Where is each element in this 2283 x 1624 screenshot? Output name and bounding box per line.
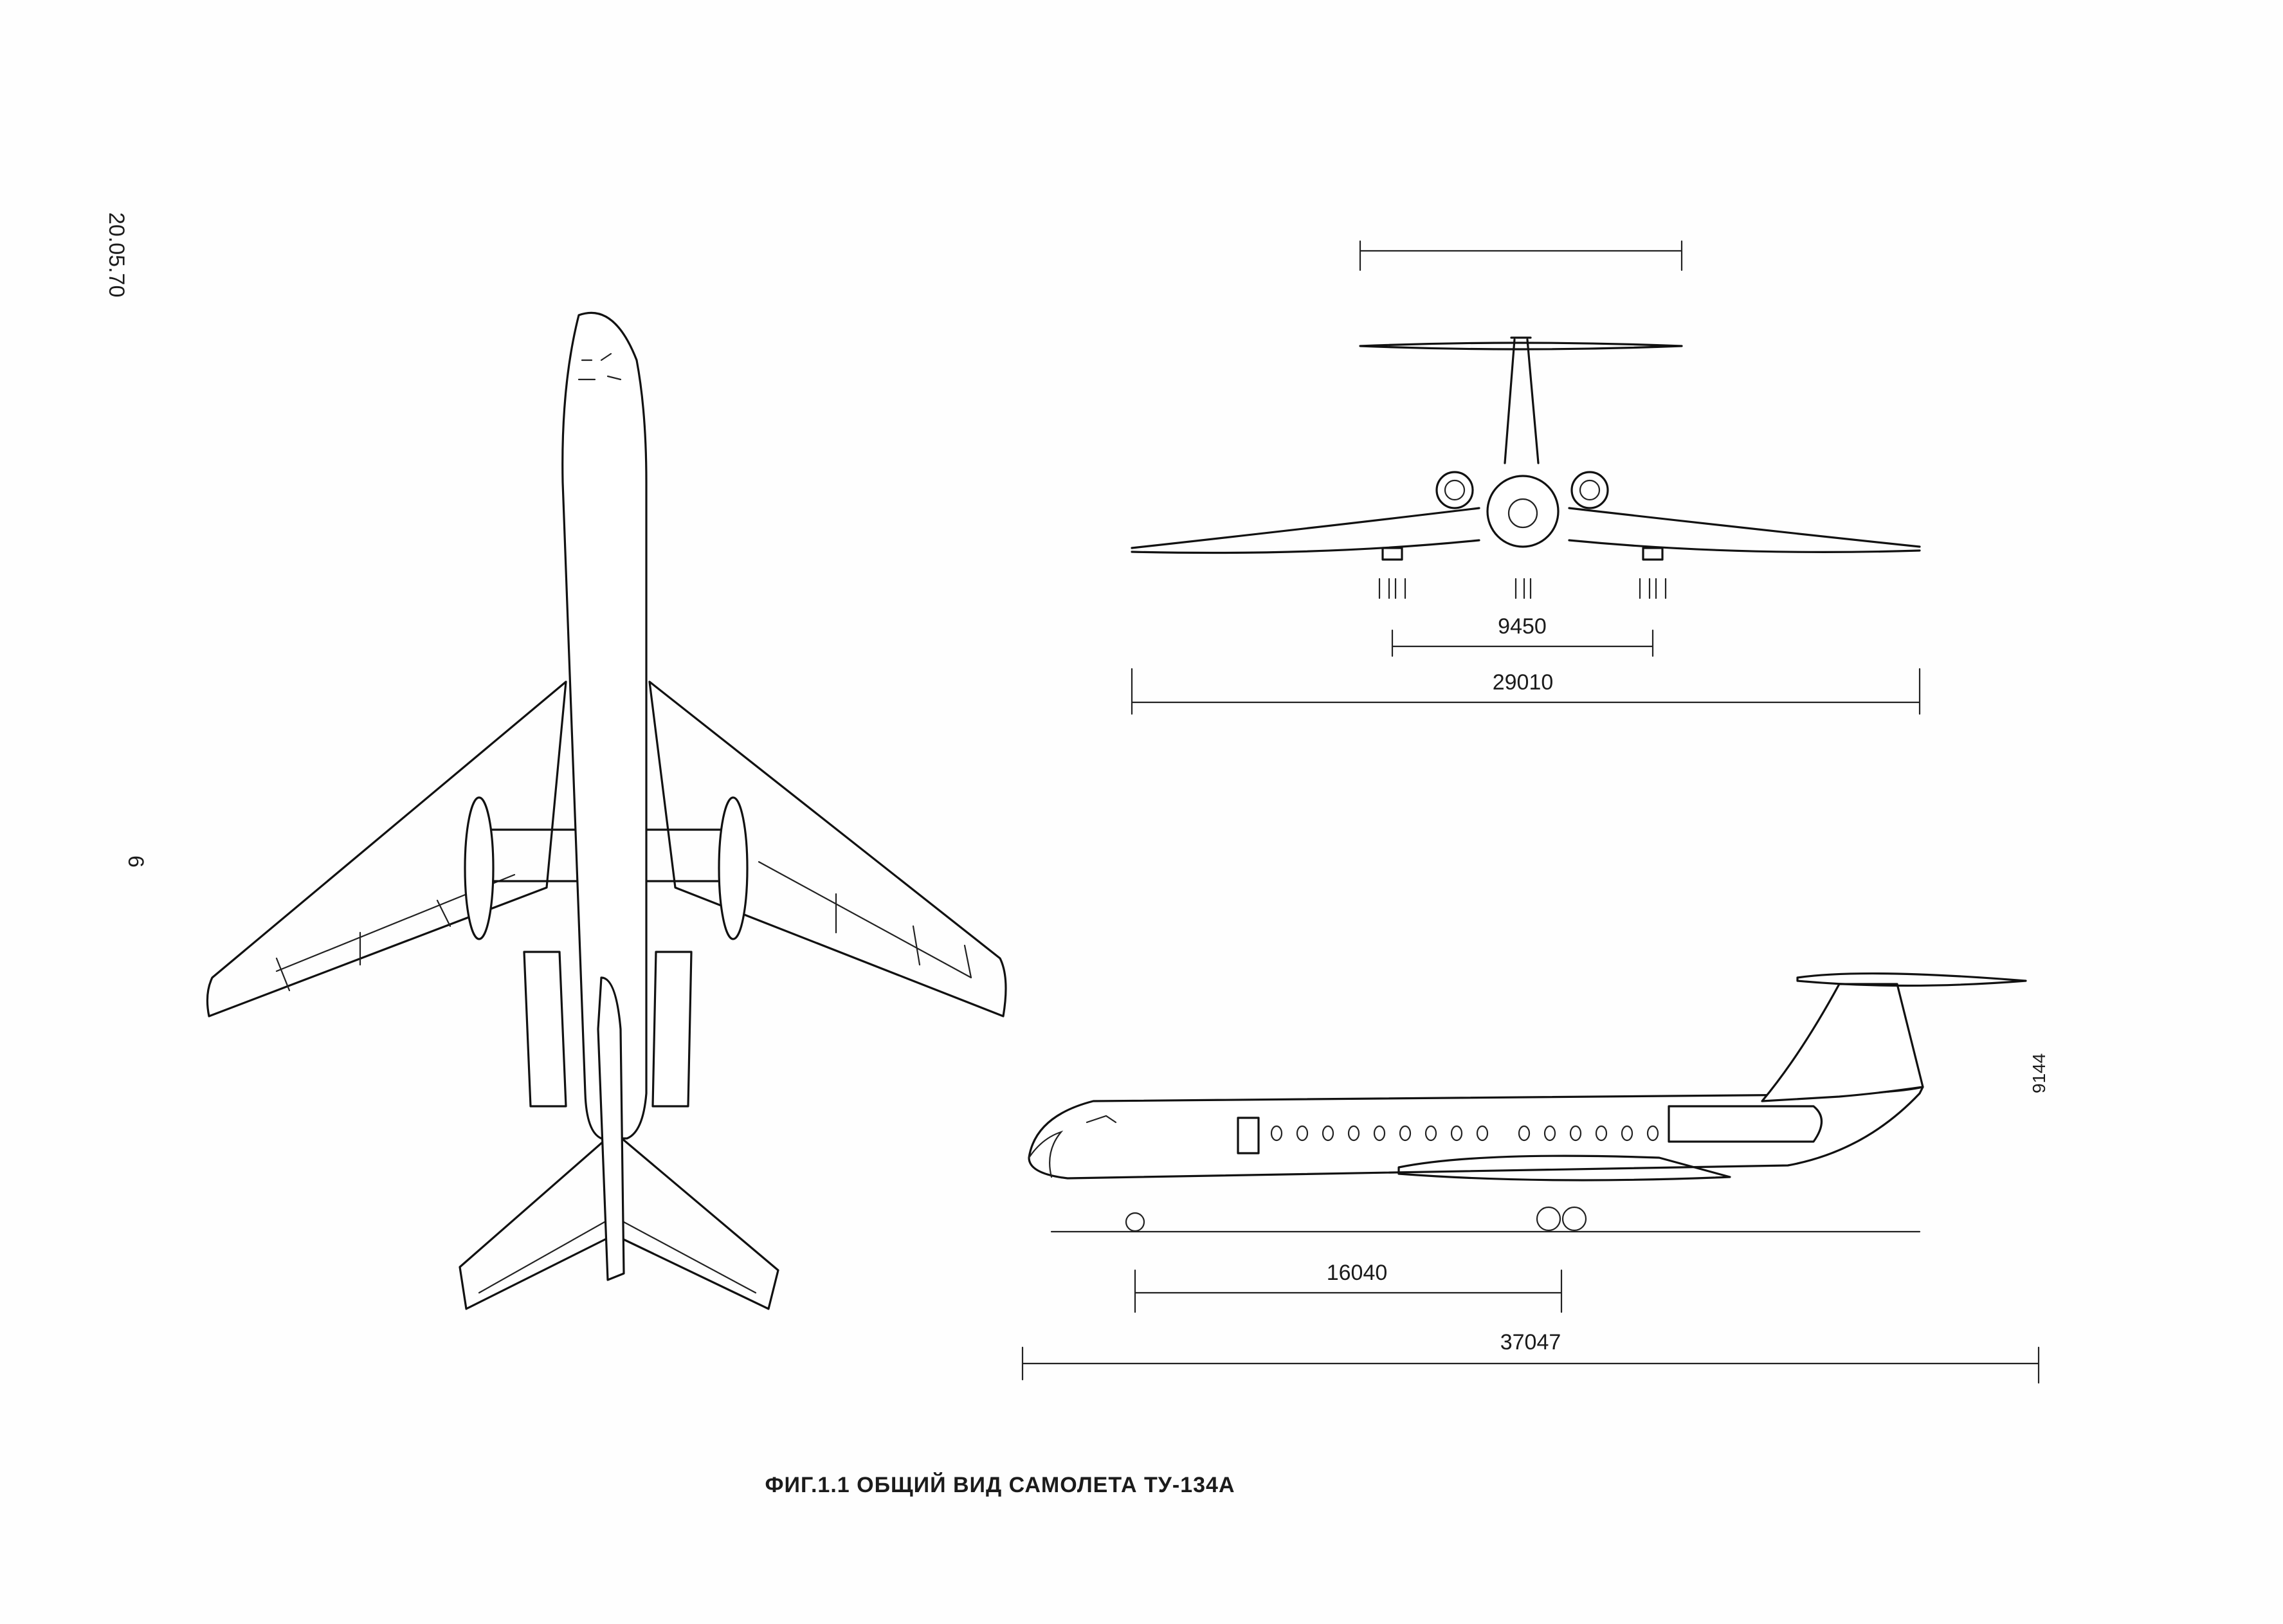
side-windows <box>1270 1125 1659 1142</box>
front-left-engine-inlet <box>1444 479 1466 501</box>
front-horizontal-tail <box>1359 342 1683 351</box>
side-nose <box>1028 1130 1064 1178</box>
front-view: 9450 29010 <box>1131 240 1921 715</box>
side-window <box>1646 1125 1659 1142</box>
plan-elevators <box>478 1221 757 1294</box>
front-right-engine-inlet <box>1579 479 1601 501</box>
plan-right-flaps <box>758 861 972 979</box>
side-window <box>1347 1125 1360 1142</box>
side-main-wheel-1 <box>1536 1206 1561 1232</box>
plan-left-rear-engine <box>523 951 567 1108</box>
side-window <box>1595 1125 1608 1142</box>
side-view: 16040 37047 <box>1021 972 2040 1384</box>
figure-caption: ФИГ.1.1 ОБЩИЙ ВИД САМОЛЕТА ТУ-134А <box>765 1472 1235 1497</box>
plan-view <box>206 311 1007 1310</box>
front-nose-wheels <box>1514 578 1532 599</box>
front-left-gear-pod <box>1381 547 1403 561</box>
side-window <box>1518 1125 1531 1142</box>
side-wheelbase-dim-line <box>1134 1269 1563 1313</box>
side-window <box>1450 1125 1463 1142</box>
side-wing <box>1397 1154 1731 1182</box>
side-window <box>1322 1125 1334 1142</box>
side-window <box>1424 1125 1437 1142</box>
front-fuselage <box>1486 475 1560 548</box>
front-wingspan-dim-line <box>1131 668 1921 715</box>
side-main-wheel-2 <box>1561 1206 1587 1232</box>
date-note: 20.05.70 <box>104 212 129 297</box>
side-window <box>1373 1125 1386 1142</box>
drawing-code: 9144 <box>2029 1054 2049 1093</box>
front-left-engine <box>1435 471 1474 509</box>
side-window <box>1476 1125 1489 1142</box>
side-wheelbase-dim: 16040 <box>1327 1261 1388 1285</box>
front-right-engine <box>1570 471 1609 509</box>
front-right-gear-pod <box>1642 547 1664 561</box>
plan-right-nacelle <box>718 796 749 940</box>
plan-left-nacelle <box>464 796 495 940</box>
side-vertical-tail <box>1761 983 1924 1102</box>
plan-fuselage <box>561 311 648 1140</box>
plan-cockpit-windows <box>578 352 622 381</box>
front-gear-track-dim-line <box>1391 629 1654 657</box>
front-wings <box>1131 507 1921 554</box>
side-cockpit <box>1086 1115 1117 1124</box>
side-window <box>1543 1125 1556 1142</box>
front-fin <box>1504 336 1540 464</box>
side-window <box>1569 1125 1582 1142</box>
side-rear-engine <box>1668 1105 1823 1143</box>
plan-left-wing <box>206 680 567 1017</box>
side-length-dim: 37047 <box>1500 1330 1561 1355</box>
plan-left-flaps <box>275 873 516 992</box>
side-door <box>1237 1117 1260 1154</box>
front-left-wheels <box>1378 578 1406 599</box>
side-nose-wheel <box>1125 1212 1145 1232</box>
side-window <box>1621 1125 1633 1142</box>
side-window <box>1270 1125 1283 1142</box>
plan-right-wing <box>648 680 1007 1017</box>
front-top-dim-line <box>1359 240 1683 271</box>
front-right-wheels <box>1639 578 1667 599</box>
side-window <box>1296 1125 1309 1142</box>
front-nose <box>1507 498 1538 529</box>
page-number: 6 <box>123 855 148 868</box>
front-wingspan-dim: 29010 <box>1493 670 1554 695</box>
side-window <box>1399 1125 1412 1142</box>
plan-right-rear-engine <box>651 951 693 1108</box>
side-t-tail <box>1796 972 2027 987</box>
side-length-dim-line <box>1021 1346 2040 1384</box>
plan-fin <box>597 976 625 1281</box>
front-gear-track-dim: 9450 <box>1498 614 1547 639</box>
